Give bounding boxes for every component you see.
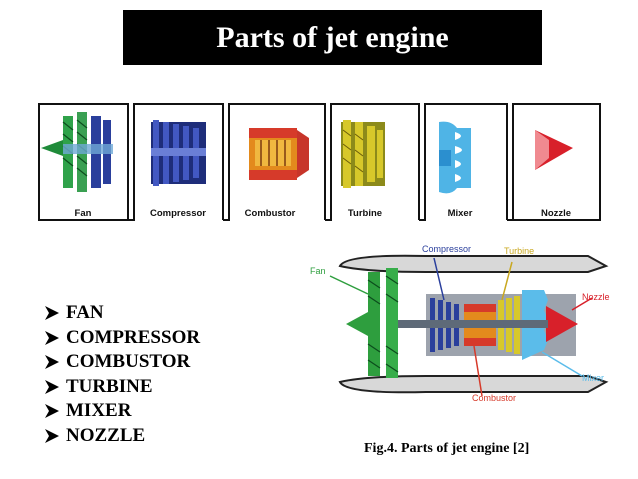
arrow-bullet-icon (45, 404, 59, 419)
arrow-bullet-icon (45, 306, 59, 321)
compressor-icon (151, 120, 206, 186)
engine-cross-section (329, 254, 609, 397)
slide-title: Parts of jet engine (123, 10, 542, 65)
mixer-icon (439, 121, 471, 194)
engine-parts-strip (38, 103, 601, 221)
bullet-text: FAN (66, 302, 104, 324)
fan-icon (41, 112, 113, 192)
diagram-label-compressor: Compressor (422, 244, 472, 254)
list-item: TURBINE (44, 375, 200, 400)
combustor-icon (249, 128, 309, 180)
part-label-turbine: Turbine (347, 208, 383, 219)
parts-bullet-list: FAN COMPRESSOR COMBUSTOR TURBINE MIXER N… (44, 301, 200, 448)
diagram-label-mixer: Mixer (582, 373, 604, 383)
arrow-bullet-icon (45, 330, 59, 345)
figure-caption: Fig.4. Parts of jet engine [2] (364, 441, 530, 456)
diagram-label-turbine: Turbine (504, 246, 535, 256)
arrow-bullet-icon (45, 428, 59, 443)
bullet-text: COMBUSTOR (66, 351, 191, 373)
bullet-text: TURBINE (66, 375, 153, 397)
part-label-mixer: Mixer (447, 208, 473, 219)
bullet-text: NOZZLE (66, 424, 146, 446)
bullet-text: COMPRESSOR (66, 326, 201, 348)
turbine-icon (341, 120, 385, 188)
jet-engine-diagram: Fan Compressor Turbine Nozzle Mixer Comb… (306, 236, 618, 411)
part-label-nozzle: Nozzle (540, 208, 572, 219)
list-item: NOZZLE (44, 424, 200, 449)
arrow-bullet-icon (45, 355, 59, 370)
bullet-text: MIXER (66, 400, 132, 422)
part-label-fan: Fan (74, 208, 92, 219)
diagram-label-fan: Fan (310, 266, 326, 276)
list-item: FAN (44, 301, 200, 326)
list-item: COMPRESSOR (44, 326, 200, 351)
arrow-bullet-icon (45, 379, 59, 394)
part-label-compressor: Compressor (150, 208, 206, 219)
nozzle-icon (535, 130, 573, 170)
diagram-label-combustor: Combustor (472, 393, 517, 403)
diagram-label-nozzle: Nozzle (582, 292, 610, 302)
list-item: MIXER (44, 399, 200, 424)
list-item: COMBUSTOR (44, 350, 200, 375)
part-label-combustor: Combustor (244, 208, 296, 219)
